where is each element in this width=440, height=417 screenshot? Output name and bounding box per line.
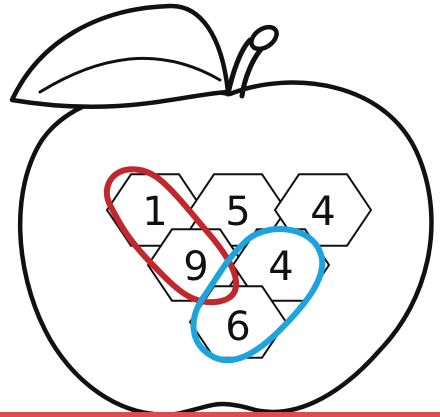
- cell-value-r1c2: 5: [225, 189, 250, 235]
- cell-value-r1c1: 1: [142, 189, 167, 235]
- cell-value-r2c1: 9: [183, 244, 208, 290]
- leaf-icon: [12, 6, 228, 107]
- cell-value-r2c2: 4: [268, 244, 293, 290]
- bottom-accent-bar: [0, 412, 440, 417]
- cell-value-r3c1: 6: [225, 304, 250, 350]
- cell-value-r1c3: 4: [310, 189, 335, 235]
